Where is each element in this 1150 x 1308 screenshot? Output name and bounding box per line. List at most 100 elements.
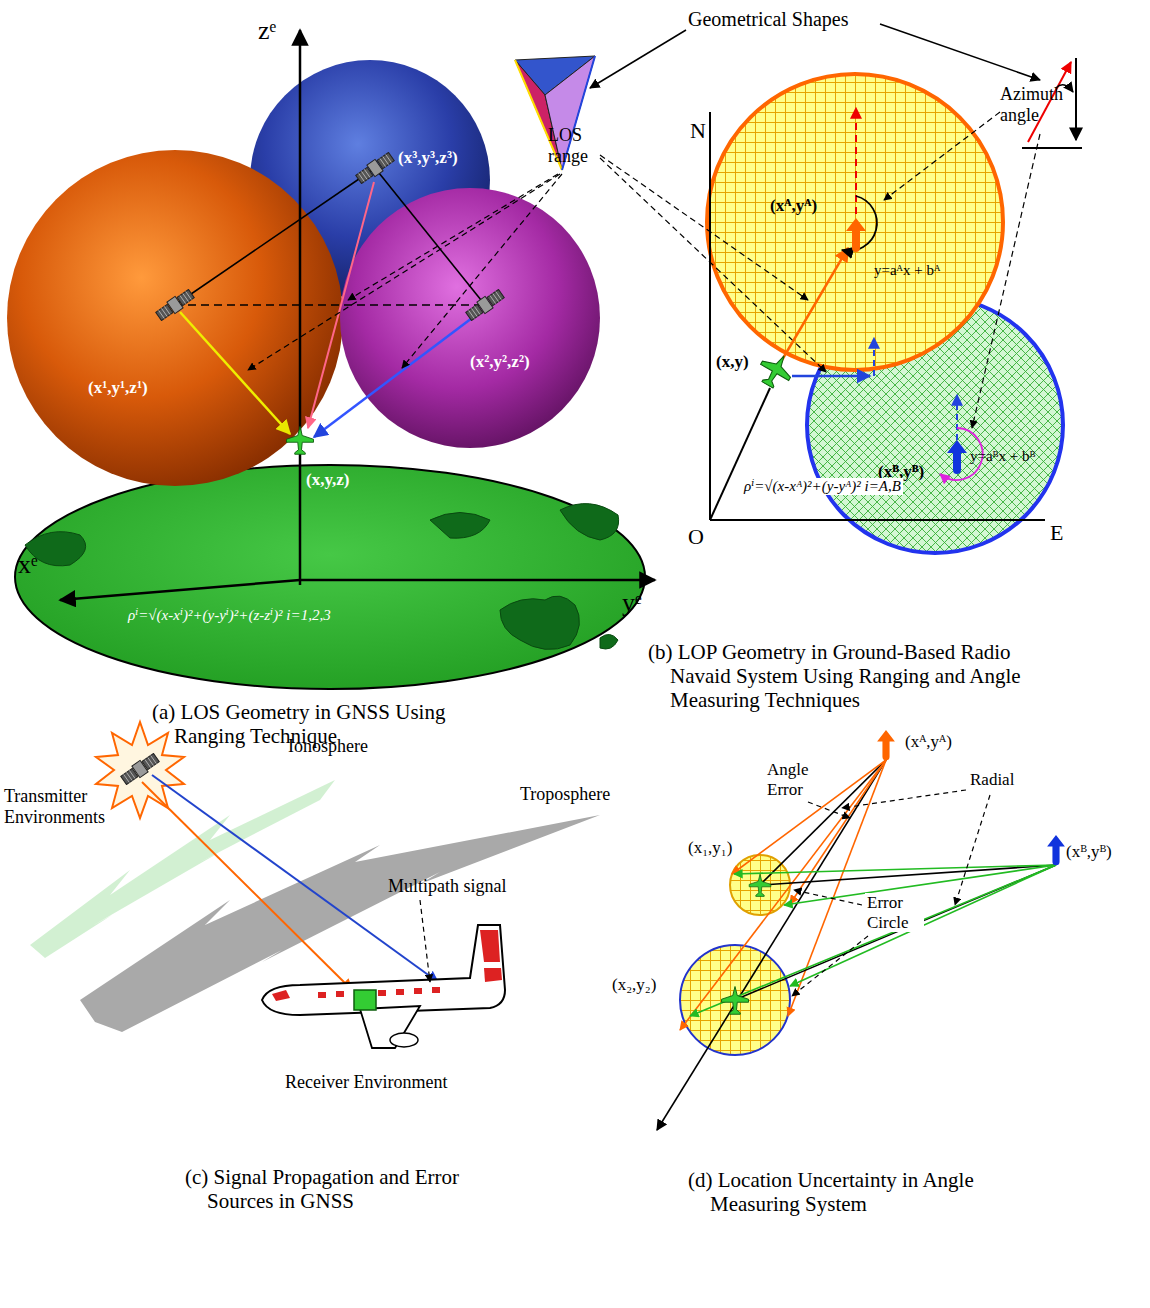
station-icon: [1047, 835, 1065, 865]
los-line: [180, 312, 290, 434]
range-sphere: (x¹,y¹,z¹): [7, 150, 343, 486]
callout-label: Multipath signal: [388, 876, 507, 897]
station-icon: [877, 730, 895, 760]
satellite-icon: [120, 752, 161, 786]
callout-label: Troposphere: [520, 784, 610, 805]
los-line: [792, 375, 870, 378]
drawing-part: [762, 760, 886, 883]
callout-label: Receiver Environment: [285, 1072, 447, 1093]
drawing-part: [842, 790, 966, 808]
signal-path: [142, 782, 352, 990]
drawing-part: [396, 989, 404, 995]
leader-lines: [248, 155, 826, 372]
drawing-part: [600, 634, 618, 649]
leader-line: [420, 900, 430, 982]
axis-label: E: [1050, 520, 1063, 545]
drawing-part: [709, 112, 711, 520]
axis-label: O: [688, 524, 704, 549]
range-sphere-outline: [7, 150, 343, 486]
pointer-arrow: [590, 30, 686, 88]
drawing-part: [710, 388, 770, 520]
satellite-icon: [155, 288, 196, 322]
axes-2d: [710, 112, 1045, 520]
coordinate-label: (x₂,y₂): [612, 975, 656, 995]
coordinate-label: (xᴮ,yᴮ): [1066, 842, 1112, 862]
drawing-part: [732, 760, 886, 874]
callout-label: Geometrical Shapes: [688, 8, 849, 31]
station-icon: [947, 440, 967, 474]
callout-label: Azimuth angle: [1000, 84, 1078, 125]
drawing-part: [378, 990, 386, 996]
radial-lines: [657, 760, 1056, 1130]
callout-label: LOS range: [548, 125, 600, 166]
range-formula: ρⁱ=√(x-xⁱ)²+(y-yⁱ)²+(z-zⁱ)² i=1,2,3: [128, 607, 331, 624]
drawing-part: [792, 936, 868, 996]
los-line: [782, 248, 848, 360]
coordinate-label: (xᴬ,yᴬ): [770, 196, 817, 216]
callout-label: Ionosphere: [288, 736, 368, 757]
drawing-part: [790, 865, 1056, 986]
range-formula: ρⁱ=√(x-xᴬ)²+(y-yᴬ)² i=A,B: [742, 478, 903, 495]
aircraft-icon: [753, 348, 798, 393]
drawing-part: [762, 865, 1056, 885]
drawing-part: [60, 580, 300, 600]
axis-label: zᵉ: [258, 16, 276, 46]
satellite-triangle: [175, 168, 485, 305]
satellite-icon: [465, 288, 506, 322]
coordinate-label: (x,y): [716, 352, 749, 372]
callout-label: Error Circle: [865, 893, 924, 932]
leader-lines: [884, 112, 1040, 428]
drawing-part: [560, 504, 619, 540]
drawing-part: [402, 174, 562, 368]
drawing-part: [318, 987, 440, 998]
drawing-part: [390, 1033, 418, 1047]
drawing-part: [690, 865, 1056, 1016]
drawing-part: [884, 112, 1000, 200]
drawing-part: [248, 174, 560, 370]
drawing-part: [484, 968, 502, 982]
earth-ellipse: [15, 465, 645, 689]
drawing-part: [360, 1006, 420, 1048]
coordinate-label: (x¹,y¹,z¹): [88, 378, 148, 398]
drawing-part: [336, 991, 344, 997]
line-equation: y=aᴬx + bᴬ: [874, 262, 940, 279]
callout-label: Angle Error: [765, 760, 819, 799]
aircraft-icon: [749, 874, 771, 896]
drawing-part: [972, 134, 1040, 428]
range-circle-shape: [707, 74, 1003, 370]
drawing-part: [955, 795, 990, 905]
drawing-part: [354, 990, 376, 1010]
north-reference: [873, 338, 875, 376]
coordinate-label: (x,y,z): [306, 470, 349, 490]
drawing-part: [1022, 147, 1082, 149]
airplane: [262, 925, 505, 1048]
azimuth-arc: [940, 428, 983, 480]
error-circle: [680, 945, 790, 1055]
callout-label: Transmitter Environments: [4, 786, 114, 827]
drawing-part: [430, 513, 490, 539]
los-line: [314, 312, 480, 437]
drawing-part: [318, 992, 326, 998]
drawing-part: [1075, 58, 1077, 140]
axes-3d: [60, 30, 655, 600]
north-reference: [956, 395, 958, 440]
panel-caption: (c) Signal Propagation and Error Sources…: [185, 1165, 507, 1213]
los-line: [308, 182, 374, 428]
pointer-arrow: [880, 24, 1040, 80]
coordinate-label: (x²,y²,z²): [470, 352, 530, 372]
drawing-part: [175, 304, 485, 306]
panel-caption: (d) Location Uncertainty in Angle Measur…: [688, 1168, 1030, 1216]
drawing-part: [600, 158, 826, 372]
drawing-part: [480, 930, 500, 962]
drawing-part: [375, 168, 485, 305]
line-equation: y=aᴮx + bᴮ: [970, 448, 1035, 465]
station-icon: [846, 218, 866, 252]
drawing-part: [794, 890, 862, 905]
continents: [25, 504, 619, 650]
drawing-part: [414, 988, 422, 994]
drawing-part: [272, 990, 290, 1001]
callout-label: Radial: [968, 770, 1016, 790]
leader-lines: [792, 790, 990, 996]
